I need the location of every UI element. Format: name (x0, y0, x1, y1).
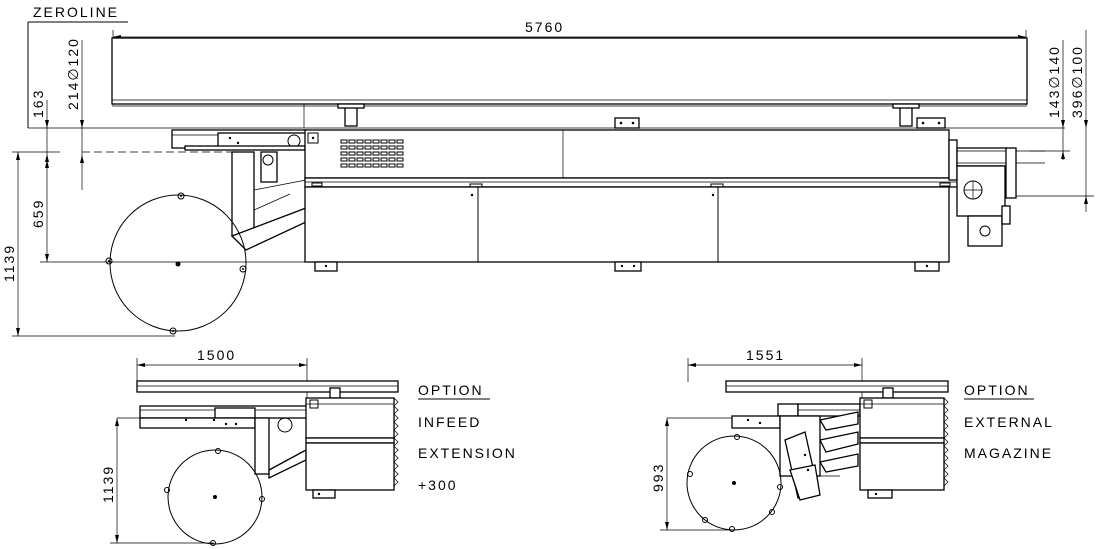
dimension-1139: 1139 (1, 151, 175, 337)
machine-lower-cabinet (304, 186, 950, 263)
dimension-1139-option: 1139 (100, 418, 214, 544)
machine-upper-housing (304, 129, 950, 179)
bed-foot (614, 117, 640, 129)
dim-1551-label: 1551 (746, 347, 785, 363)
dim-1500-label: 1500 (197, 347, 236, 363)
option-magazine-line2: MAGAZINE (964, 445, 1053, 461)
outlet-motor (948, 139, 1045, 247)
option-infeed-line1: INFEED (418, 414, 481, 430)
option-magazine-heading: OPTION (964, 382, 1030, 398)
dimension-214: 214∅120 (65, 37, 84, 190)
dim-143-label: 143∅140 (1046, 45, 1062, 118)
infeed-arm (171, 129, 307, 251)
bed-foot (916, 117, 946, 129)
dimension-1500: 1500 (136, 347, 308, 402)
option-infeed-heading: OPTION (418, 382, 484, 398)
dimension-1551: 1551 (687, 347, 863, 402)
dim-1139-option-label: 1139 (100, 465, 116, 503)
dimension-143: 143∅140 (1030, 40, 1070, 160)
top-bed (111, 37, 1028, 105)
cabinet-foot (614, 261, 642, 272)
dimension-163: 163 (30, 89, 49, 162)
option-infeed-line3: +300 (418, 477, 458, 493)
bed-foot (344, 105, 358, 127)
reel (105, 192, 247, 335)
dim-214-label: 214∅120 (65, 37, 81, 110)
bed-foot (899, 105, 913, 127)
dim-1139-label: 1139 (1, 244, 17, 282)
dim-163-label: 163 (30, 89, 46, 118)
dim-993-label: 993 (650, 463, 666, 492)
dimension-659: 659 (30, 160, 49, 262)
dim-5760-label: 5760 (525, 19, 564, 35)
dim-659-label: 659 (30, 199, 46, 228)
option-infeed-extension-view: 1500 1139 (100, 347, 399, 546)
zeroline-label: ZEROLINE (33, 4, 119, 20)
dimension-993: 993 (650, 418, 735, 531)
dim-396-label: 396∅100 (1069, 45, 1085, 118)
main-view: ZEROLINE 5760 1217 (1, 4, 1094, 337)
option-infeed-line2: EXTENSION (418, 445, 517, 461)
option-magazine-line1: EXTERNAL (964, 414, 1054, 430)
option-external-magazine-view: 1551 993 (650, 347, 949, 532)
dimension-396: 396∅100 (1016, 30, 1094, 212)
